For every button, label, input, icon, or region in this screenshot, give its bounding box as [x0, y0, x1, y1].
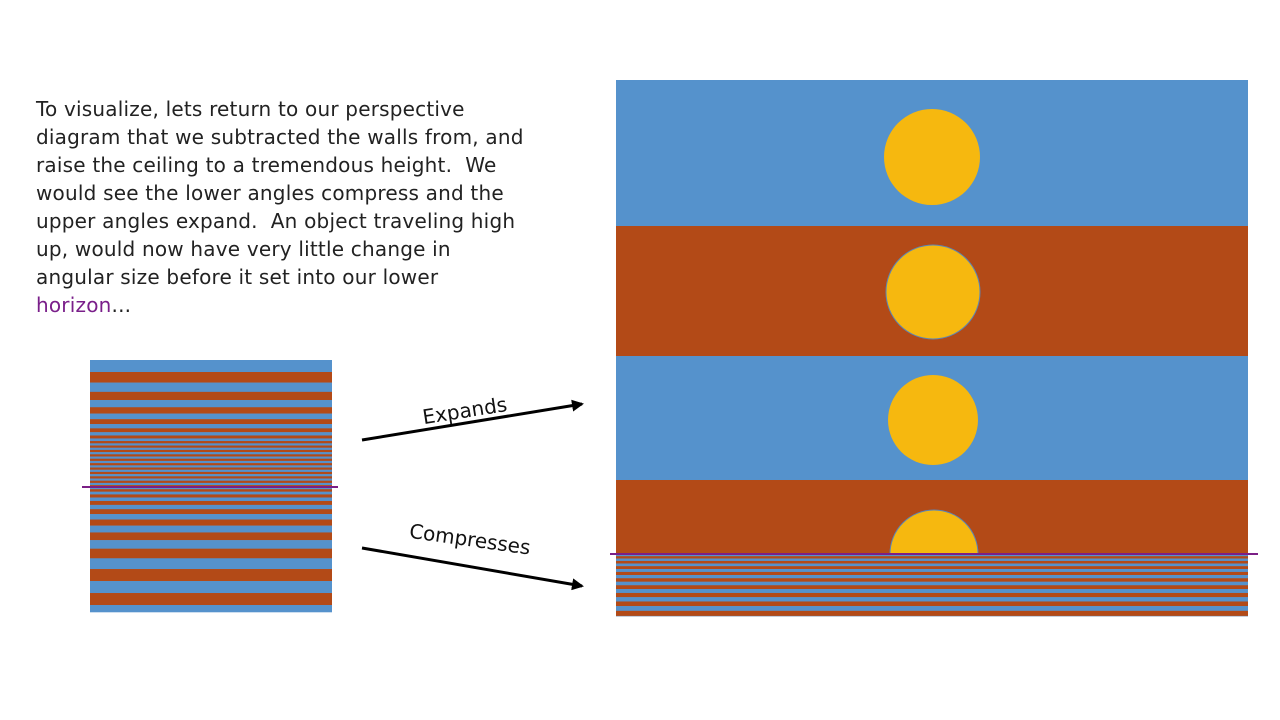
- small-lower-stripe-7: [90, 509, 332, 515]
- small-lower-stripe-18: [90, 605, 332, 613]
- small-upper-stripe-13: [90, 441, 332, 444]
- small-upper-stripe-14: [90, 443, 332, 446]
- small-lower-stripe-11: [90, 532, 332, 541]
- small-upper-stripe-22: [90, 460, 332, 464]
- arrows-group: Expands Compresses: [361, 392, 584, 591]
- small-upper-stripe-31: [90, 480, 332, 484]
- small-upper-stripe-17: [90, 449, 332, 453]
- large-lower-stripe-8: [616, 575, 1248, 579]
- small-lower-stripe-16: [90, 581, 332, 594]
- small-upper-stripe-30: [90, 478, 332, 481]
- small-lower-stripe-8: [90, 514, 332, 520]
- ellipsis-text: ...: [111, 293, 132, 317]
- large-lower-stripe-12: [616, 589, 1248, 594]
- large-lower-stripe-13: [616, 592, 1248, 598]
- small-upper-stripe-3: [90, 391, 332, 401]
- small-upper-stripe-29: [90, 476, 332, 479]
- large-compressed-stripes: [616, 554, 1248, 617]
- small-upper-stripe-32: [90, 482, 332, 486]
- small-upper-stripe-15: [90, 445, 332, 448]
- small-upper-stripe-23: [90, 463, 332, 466]
- description-text: To visualize, lets return to our perspec…: [36, 97, 524, 289]
- small-lower-stripe-0: [90, 487, 332, 490]
- large-lower-stripe-10: [616, 581, 1248, 586]
- small-lower-stripe-12: [90, 540, 332, 549]
- small-upper-stripe-19: [90, 454, 332, 457]
- large-lower-stripe-9: [616, 578, 1248, 582]
- small-upper-stripe-7: [90, 419, 332, 425]
- small-upper-stripe-27: [90, 471, 332, 475]
- small-upper-stripe-10: [90, 432, 332, 436]
- large-lower-stripe-4: [616, 563, 1248, 567]
- small-upper-stripe-25: [90, 467, 332, 470]
- small-upper-stripe-28: [90, 474, 332, 477]
- small-upper-stripe-12: [90, 438, 332, 442]
- small-lower-stripe-6: [90, 504, 332, 510]
- small-upper-stripe-11: [90, 435, 332, 439]
- large-lower-stripe-16: [616, 606, 1248, 612]
- large-lower-stripe-2: [616, 558, 1248, 562]
- small-lower-stripe-9: [90, 519, 332, 526]
- large-lower-stripe-14: [616, 597, 1248, 602]
- sun-4-setting: [889, 509, 979, 555]
- small-lower-stripe-3: [90, 494, 332, 498]
- large-lower-stripe-3: [616, 560, 1248, 564]
- small-upper-stripe-5: [90, 407, 332, 414]
- sun-1: [884, 109, 980, 205]
- small-upper-stripe-21: [90, 458, 332, 462]
- small-lower-stripe-4: [90, 497, 332, 502]
- small-upper-stripe-20: [90, 456, 332, 459]
- large-perspective-diagram: [610, 80, 1258, 617]
- small-lower-stripe-5: [90, 500, 332, 506]
- large-lower-stripe-17: [616, 610, 1248, 617]
- small-lower-stripe-15: [90, 569, 332, 582]
- sun-2: [885, 244, 981, 340]
- large-lower-stripe-0: [616, 554, 1248, 557]
- small-upper-stripe-2: [90, 382, 332, 393]
- large-lower-stripe-5: [616, 566, 1248, 570]
- large-lower-stripe-1: [616, 556, 1248, 559]
- small-lower-stripe-2: [90, 491, 332, 495]
- small-upper-stripe-24: [90, 465, 332, 468]
- small-lower-stripe-10: [90, 525, 332, 533]
- small-upper-stripe-8: [90, 424, 332, 429]
- small-lower-stripe-1: [90, 489, 332, 492]
- sun-3: [888, 375, 978, 465]
- horizon-link-text: horizon: [36, 293, 112, 317]
- small-upper-stripe-1: [90, 372, 332, 383]
- small-upper-stripe-0: [90, 360, 332, 373]
- small-upper-stripe-4: [90, 400, 332, 408]
- expands-arrow: [361, 399, 584, 442]
- small-upper-stripe-6: [90, 413, 332, 420]
- large-lower-stripe-11: [616, 585, 1248, 590]
- large-lower-stripe-15: [616, 601, 1248, 607]
- large-lower-stripe-7: [616, 571, 1248, 576]
- small-lower-stripe-13: [90, 548, 332, 559]
- small-upper-stripe-9: [90, 428, 332, 433]
- large-lower-stripe-6: [616, 568, 1248, 573]
- compresses-arrow: [361, 546, 584, 591]
- small-lower-stripe-14: [90, 558, 332, 570]
- small-perspective-diagram: [82, 360, 338, 613]
- description-paragraph: To visualize, lets return to our perspec…: [36, 95, 596, 319]
- small-upper-stripe-16: [90, 447, 332, 451]
- small-upper-stripe-18: [90, 452, 332, 455]
- small-upper-stripe-26: [90, 469, 332, 473]
- compresses-label: Compresses: [408, 519, 532, 560]
- small-lower-stripe-17: [90, 593, 332, 606]
